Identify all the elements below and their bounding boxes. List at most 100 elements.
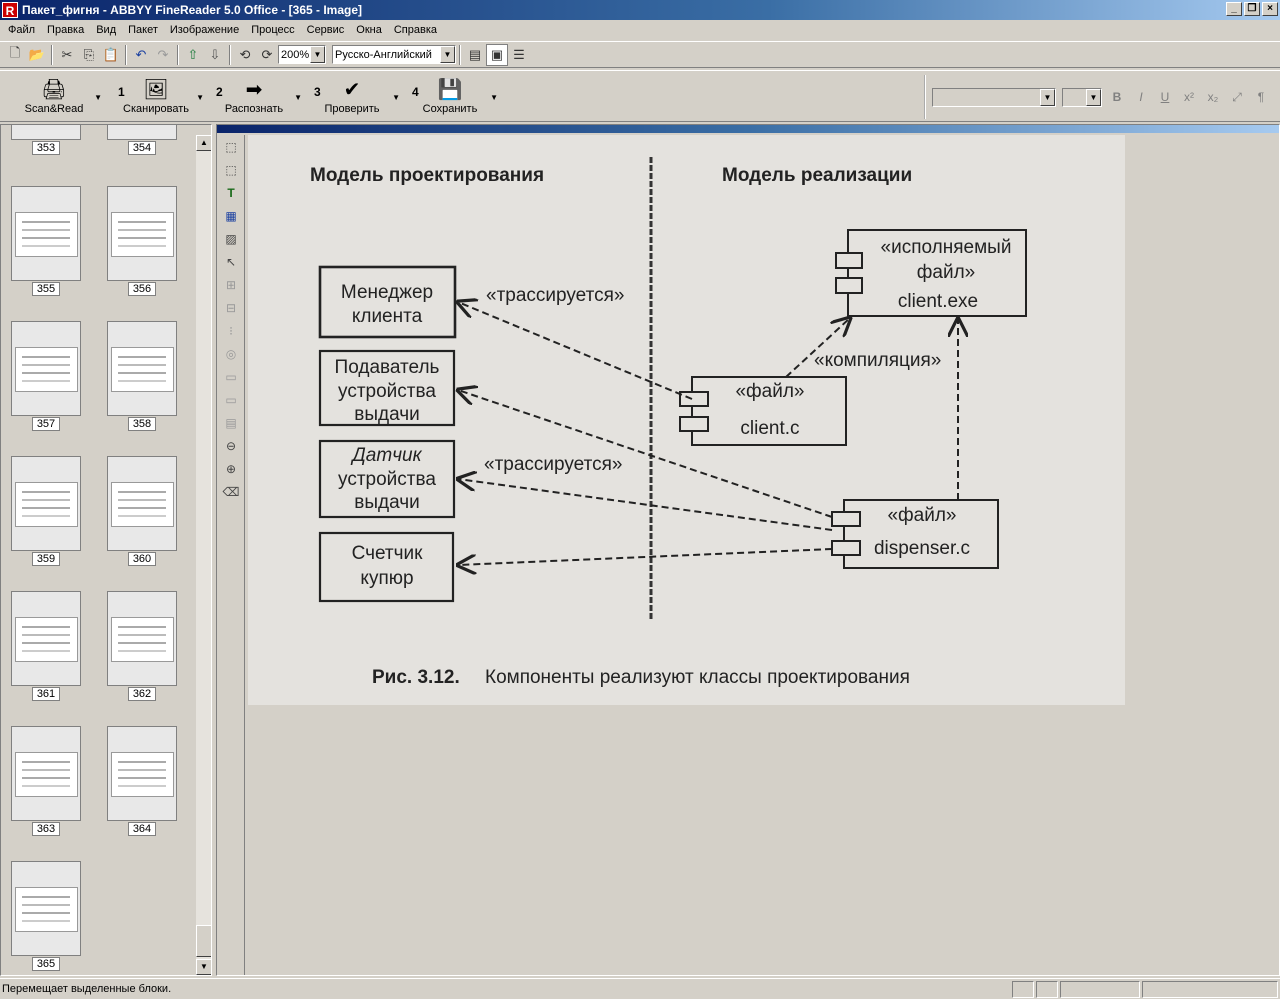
thumbnail-353[interactable]: 353 xyxy=(11,125,81,155)
cut-icon[interactable]: ✂ xyxy=(61,46,73,62)
table-block-icon[interactable]: ▦ xyxy=(225,209,237,223)
thumbnail-355[interactable]: 355 xyxy=(11,186,81,296)
rotate-left-icon[interactable]: ⟲ xyxy=(239,46,251,62)
eraser-icon[interactable]: ⌫ xyxy=(222,485,240,499)
font-select[interactable]: ▼ xyxy=(932,87,1056,107)
underline-icon[interactable]: U xyxy=(1160,90,1170,104)
pointer-icon[interactable]: ↖ xyxy=(225,255,237,269)
arrow-up-icon[interactable]: ⇧ xyxy=(187,46,199,62)
thumbnail-364[interactable]: 364 xyxy=(107,726,177,836)
trace-arrow-manager xyxy=(458,302,693,400)
right-heading: Модель реализации xyxy=(722,165,912,186)
arrow-down-icon[interactable]: ⇩ xyxy=(209,46,221,62)
language-select[interactable]: Русско-Английский ▼ xyxy=(332,45,456,64)
step-number: 1 xyxy=(118,85,125,99)
component-text: client.exe xyxy=(898,291,978,312)
subscript-icon[interactable]: x₂ xyxy=(1207,90,1219,104)
thumbnail-363[interactable]: 363 xyxy=(11,726,81,836)
page-preview xyxy=(107,591,177,686)
menu-file[interactable]: Файл xyxy=(8,23,36,36)
zoom-out-icon[interactable]: ⊖ xyxy=(225,439,237,453)
thumbnail-362[interactable]: 362 xyxy=(107,591,177,701)
paste-icon[interactable]: 📋 xyxy=(102,46,120,62)
chevron-down-icon[interactable]: ▼ xyxy=(490,93,498,102)
scanned-page-image[interactable]: Модель проектирования Модель реализации … xyxy=(248,135,1125,705)
menu-batch[interactable]: Пакет xyxy=(128,23,158,36)
scan-label: Сканировать xyxy=(123,103,189,115)
recognize-button[interactable]: 2 ➡ Распознать ▼ xyxy=(214,75,302,121)
thumbnail-359[interactable]: 359 xyxy=(11,456,81,566)
thumbnail-358[interactable]: 358 xyxy=(107,321,177,431)
paragraph-icon[interactable]: ¶ xyxy=(1257,90,1265,104)
superscript-icon[interactable]: x² xyxy=(1184,90,1194,104)
split-v-icon[interactable]: ▭ xyxy=(225,393,237,407)
thumbnail-360[interactable]: 360 xyxy=(107,456,177,566)
component-tab xyxy=(679,391,709,407)
menu-windows[interactable]: Окна xyxy=(356,23,382,36)
menu-service[interactable]: Сервис xyxy=(306,23,345,36)
scan-button[interactable]: 1 🖼 Сканировать ▼ xyxy=(116,75,204,121)
menu-view[interactable]: Вид xyxy=(96,23,117,36)
image-view-icon[interactable]: ▣ xyxy=(486,43,508,66)
recognize-icon: ➡ xyxy=(245,78,263,101)
thumbnail-365[interactable]: 365 xyxy=(11,861,81,971)
menu-help[interactable]: Справка xyxy=(393,23,438,36)
add-block-icon[interactable]: ⊞ xyxy=(225,278,237,292)
menu-image[interactable]: Изображение xyxy=(169,23,240,36)
rotate-right-icon[interactable]: ⟳ xyxy=(261,46,273,62)
scroll-up-icon[interactable]: ▲ xyxy=(196,135,211,151)
text-block-icon[interactable]: T xyxy=(227,186,235,200)
component-tab xyxy=(835,252,863,269)
split-h-icon[interactable]: ▭ xyxy=(225,370,237,384)
remove-block-icon[interactable]: ⊟ xyxy=(225,301,237,315)
layout-view-icon[interactable]: ▤ xyxy=(468,46,482,62)
page-preview xyxy=(107,125,177,140)
marquee-icon[interactable]: ⬚ xyxy=(225,163,237,177)
bold-icon[interactable]: B xyxy=(1112,90,1122,104)
picture-block-icon[interactable]: ▨ xyxy=(225,232,237,246)
image-window: ⬚ ⬚ T ▦ ▨ ↖ ⊞ ⊟ ⁝ ◎ ▭ ▭ ▤ ⊖ ⊕ ⌫ Модель п… xyxy=(216,124,1280,976)
menu-process[interactable]: Процесс xyxy=(251,23,295,36)
chevron-down-icon[interactable]: ▼ xyxy=(94,93,102,102)
trace-arrow-counter xyxy=(458,548,833,565)
caption-text: Компоненты реализуют классы проектирован… xyxy=(485,667,910,688)
font-size-select[interactable]: ▼ xyxy=(1062,87,1102,107)
menu-edit[interactable]: Правка xyxy=(47,23,85,36)
thumbnail-357[interactable]: 357 xyxy=(11,321,81,431)
scroll-thumb[interactable] xyxy=(196,925,211,957)
italic-icon[interactable]: I xyxy=(1139,90,1143,104)
chevron-down-icon[interactable]: ▼ xyxy=(392,93,400,102)
globe-icon[interactable]: ◎ xyxy=(225,347,237,361)
thumbnail-356[interactable]: 356 xyxy=(107,186,177,296)
chevron-down-icon[interactable]: ▼ xyxy=(196,93,204,102)
separator xyxy=(459,44,461,65)
zoom-in-icon[interactable]: ⊕ xyxy=(225,462,237,476)
scroll-down-icon[interactable]: ▼ xyxy=(196,959,211,975)
thumbnail-361[interactable]: 361 xyxy=(11,591,81,701)
chevron-down-icon[interactable]: ▼ xyxy=(294,93,302,102)
select-area-icon[interactable]: ⬚ xyxy=(225,140,237,154)
open-icon[interactable]: 📂 xyxy=(28,46,46,62)
zoom-select[interactable]: 200% ▼ xyxy=(278,45,326,64)
image-window-titlebar xyxy=(217,125,1279,133)
copy-icon[interactable]: ⎘ xyxy=(83,46,95,62)
table-cells-icon[interactable]: ▤ xyxy=(225,416,237,430)
thumbnail-scrollbar[interactable]: ▲ ▼ xyxy=(196,135,211,975)
thumbnail-354[interactable]: 354 xyxy=(107,125,177,155)
close-button[interactable]: × xyxy=(1262,2,1278,16)
text-direction-icon[interactable]: ⤢ xyxy=(1232,89,1242,104)
order-icon[interactable]: ⁝ xyxy=(229,324,233,338)
minimize-button[interactable]: _ xyxy=(1226,2,1242,16)
redo-icon[interactable]: ↷ xyxy=(157,46,169,62)
undo-icon[interactable]: ↶ xyxy=(135,46,147,62)
new-icon[interactable]: 🗋 xyxy=(9,44,21,60)
save-button[interactable]: 4 💾 Сохранить ▼ xyxy=(410,75,498,121)
separator xyxy=(125,44,127,65)
text-view-icon[interactable]: ☰ xyxy=(513,46,525,62)
status-bar: Перемещает выделенные блоки. xyxy=(0,978,1280,999)
box-text: клиента xyxy=(352,306,423,327)
scan-read-button[interactable]: 🖨 Scan&Read ▼ xyxy=(14,75,102,121)
restore-button[interactable]: ❐ xyxy=(1244,2,1260,16)
class-box-dispenser-sensor xyxy=(318,439,456,519)
check-button[interactable]: 3 ✔ Проверить ▼ xyxy=(312,75,400,121)
